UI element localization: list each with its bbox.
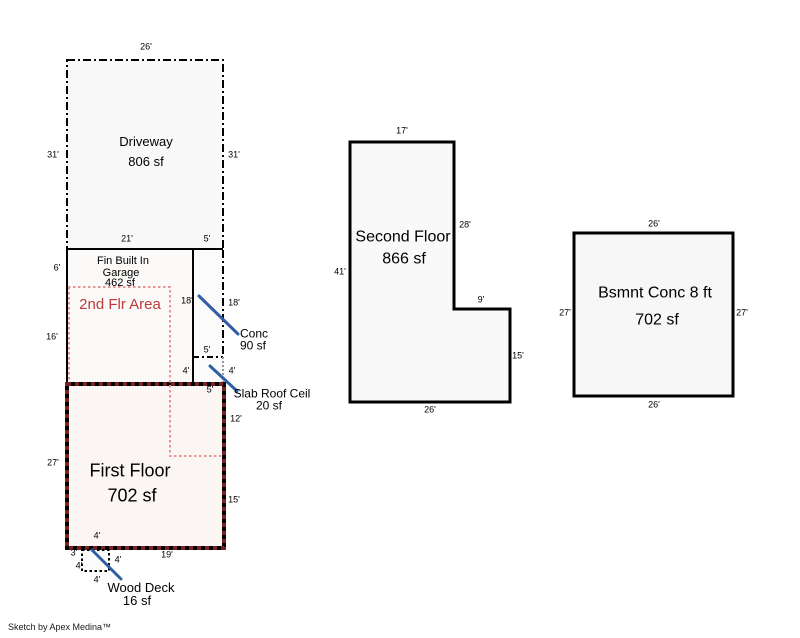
second-floor-dim-right-upper: 28' <box>459 219 471 230</box>
first-floor-label: First Floor <box>89 460 171 481</box>
slab-size: 20 sf <box>255 398 283 413</box>
second-floor-size: 866 sf <box>382 250 426 268</box>
second-floor-dim-top: 17' <box>396 125 408 136</box>
first-floor-dim-left: 27' <box>47 457 59 468</box>
second-flr-overlay-outline <box>68 286 221 457</box>
slab-dim-right: 4' <box>228 365 236 376</box>
basement-dim-bottom: 26' <box>648 399 660 410</box>
second-flr-area-label: 2nd Flr Area <box>79 296 161 314</box>
conc-dim-left: 18' <box>181 295 193 306</box>
basement-dim-top: 26' <box>648 218 660 229</box>
driveway-size: 806 sf <box>128 154 164 170</box>
garage-dim-left-upper: 6' <box>53 262 61 273</box>
garage-label-line1: Fin Built In <box>97 255 149 268</box>
conc-dim-bottom: 5' <box>203 344 211 355</box>
garage-dim-top: 21' <box>121 233 133 244</box>
driveway-dim-right: 31' <box>228 149 240 160</box>
first-floor-dim-deck-top: 4' <box>93 530 101 541</box>
conc-dim-top: 5' <box>203 233 211 244</box>
first-floor-size: 702 sf <box>107 485 157 506</box>
slab-label: Slab Roof Ceil <box>233 386 311 401</box>
garage-dim-left-lower: 16' <box>46 331 58 342</box>
conc-leader-line <box>197 294 240 336</box>
garage-label-line2: Garage <box>102 267 140 280</box>
conc-dim-right: 18' <box>228 297 240 308</box>
basement-outline <box>572 231 735 398</box>
wood-deck-size: 16 sf <box>122 593 152 609</box>
basement-size: 702 sf <box>635 311 679 329</box>
basement-dim-right: 27' <box>736 307 748 318</box>
conc-label: Conc <box>239 326 269 341</box>
first-floor-dim-bottom: 19' <box>161 549 173 560</box>
second-floor-dim-left: 41' <box>334 266 346 277</box>
second-floor-outline <box>348 140 512 404</box>
driveway-label: Driveway <box>119 134 173 150</box>
slab-dim-left: 4' <box>182 365 190 376</box>
wood-deck-dim-left: 4' <box>75 560 83 571</box>
second-floor-dim-notch: 9' <box>477 294 485 305</box>
basement-label: Bsmnt Conc 8 ft <box>598 284 712 302</box>
driveway-outline <box>66 59 224 250</box>
first-floor-dim-right-upper: 12' <box>230 413 242 424</box>
deck-leader-line <box>90 548 123 581</box>
first-floor-outline-red <box>65 382 226 550</box>
conc-size: 90 sf <box>239 338 267 353</box>
wood-deck-dim-right: 4' <box>114 554 122 565</box>
driveway-dim-top: 26' <box>140 41 152 52</box>
second-floor-label: Second Floor <box>355 228 451 246</box>
garage-fill <box>68 250 193 383</box>
basement-dim-left: 27' <box>559 307 571 318</box>
first-floor-dim-right-lower: 15' <box>228 494 240 505</box>
wood-deck-dim-bottom: 4' <box>93 574 101 585</box>
wood-deck-label: Wood Deck <box>107 580 175 596</box>
garage-size: 462 sf <box>105 277 135 290</box>
slab-leader-line <box>208 364 239 393</box>
second-floor-dim-bottom: 26' <box>424 404 436 415</box>
sketch-attribution: Sketch by Apex Medina™ <box>8 622 112 632</box>
second-floor-dim-right-lower: 15' <box>512 350 524 361</box>
wood-deck-outline <box>81 549 110 572</box>
driveway-dim-left: 31' <box>47 149 59 160</box>
slab-dim-width: 5' <box>206 384 214 395</box>
first-floor-dim-bottom-left: 3' <box>70 547 78 558</box>
